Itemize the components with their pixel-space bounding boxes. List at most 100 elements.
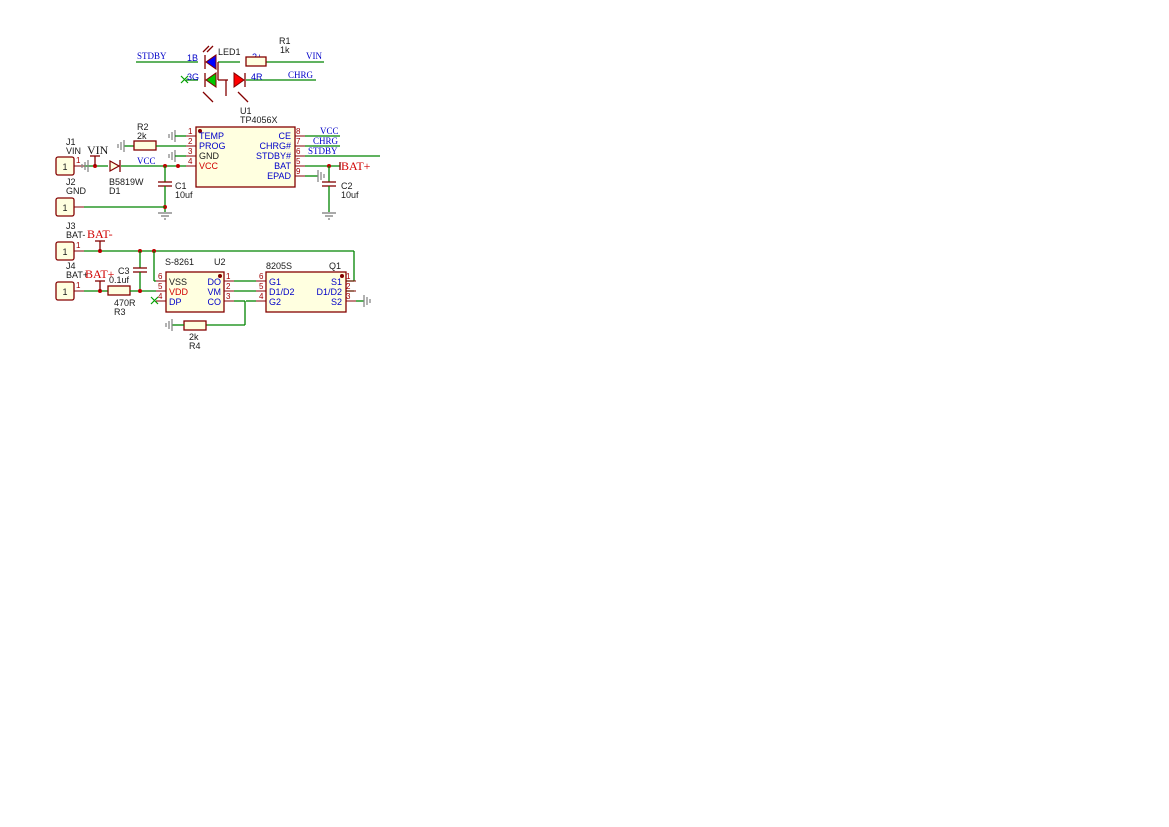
u1-body: [195, 126, 296, 188]
j4-value: BAT+: [66, 270, 88, 280]
net-label-bat-plus: BAT+: [85, 267, 115, 281]
r3-body: [107, 285, 131, 296]
ground-icon: [322, 212, 336, 220]
diode-icon: [109, 159, 121, 173]
r3-value: 470R: [114, 298, 136, 308]
net-label-chrg: CHRG: [313, 136, 339, 146]
d1-value: B5819W: [109, 177, 144, 187]
u1-pin-num: 9: [296, 167, 301, 176]
j4-ref: J4: [66, 261, 76, 271]
ground-icon: [317, 170, 325, 182]
ground-icon: [165, 319, 173, 331]
c2-ref: C2: [341, 181, 353, 191]
j2-ref: J2: [66, 177, 76, 187]
u2-body: [165, 271, 225, 313]
q1-pin-num: 1: [346, 272, 351, 281]
net-label-stdby: STDBY: [137, 51, 167, 61]
u2-pin-num: 1: [226, 272, 231, 281]
q1-pin-name: D1/D2: [316, 287, 342, 297]
j2-value: GND: [66, 186, 87, 196]
u1-pin-num: 3: [188, 147, 193, 156]
q1-pin-num: 4: [259, 292, 264, 301]
j3-ref: J3: [66, 221, 76, 231]
u2-pin-num: 3: [226, 292, 231, 301]
q1-body: [265, 271, 347, 313]
u1-ref: U1: [240, 106, 252, 116]
r4-body: [183, 320, 207, 331]
r2-value: 2k: [137, 131, 147, 141]
j3-pin: 1: [62, 247, 67, 257]
q1-pin-name: S1: [331, 277, 342, 287]
q1-pin-num: 5: [259, 282, 264, 291]
c2-value: 10uf: [341, 190, 359, 200]
led1-ref: LED1: [218, 47, 241, 57]
q1-pin-num: 3: [346, 292, 351, 301]
led1-pin-g: 3G: [187, 72, 199, 82]
led-emission-arrows-left: [202, 91, 214, 103]
c3-ref: C3: [118, 266, 130, 276]
net-label-bat-plus: BAT+: [341, 159, 371, 173]
u1-block: U1 TP4056X 1 2 3 4 TEMP PROG GND VCC 8 7…: [117, 106, 380, 220]
ground-icon: [81, 160, 89, 172]
j4-pin: 1: [62, 287, 67, 297]
net-label-vin: VIN: [87, 143, 109, 157]
u2-ref: U2: [214, 257, 226, 267]
net-label-chrg: CHRG: [288, 70, 314, 80]
r1-value: 1k: [280, 45, 290, 55]
r4-value: 2k: [189, 332, 199, 342]
j2-pin: 1: [62, 203, 67, 213]
j1-ref: J1: [66, 137, 76, 147]
d1-ref: D1: [109, 186, 121, 196]
q1-pin-name: G1: [269, 277, 281, 287]
u2-pin-num: 5: [158, 282, 163, 291]
j4-pin-num: 1: [76, 281, 81, 290]
r1-body: [245, 56, 267, 67]
u1-pin-name: PROG: [199, 141, 226, 151]
u2-pin-num: 2: [226, 282, 231, 291]
q1-pin-name: S2: [331, 297, 342, 307]
input-block: 1 J1 VIN 1 VIN B5819W D1 VCC C1 10uf: [55, 137, 193, 220]
u2-pin-name: DO: [208, 277, 222, 287]
r1-ref: R1: [279, 36, 291, 46]
q1-ref: Q1: [329, 261, 341, 271]
u1-pin-num: 8: [296, 127, 301, 136]
u1-pin-name: CHRG#: [259, 141, 291, 151]
r4-ref: R4: [189, 341, 201, 351]
ground-icon: [168, 150, 176, 162]
u1-pin-num: 6: [296, 147, 301, 156]
led1-block: LED1 1B 3G 4R 2+ STDBY CHRG VIN R1 1k: [136, 36, 324, 103]
j1-pin-num: 1: [76, 156, 81, 165]
j1-value: VIN: [66, 146, 81, 156]
led1-pin-r: 4R: [251, 72, 263, 82]
u2-pin-name: CO: [208, 297, 222, 307]
r2-body: [133, 140, 157, 151]
net-label-bat-minus: BAT-: [87, 227, 113, 241]
r3-ref: R3: [114, 307, 126, 317]
u1-pin-name: CE: [278, 131, 291, 141]
ground-icon: [158, 212, 172, 220]
c3-value: 0.1uf: [109, 275, 130, 285]
net-label-stdby: STDBY: [308, 146, 338, 156]
u2-value: S-8261: [165, 257, 194, 267]
ground-icon: [168, 130, 176, 142]
u1-pin-num: 7: [296, 137, 301, 146]
u1-pin-num: 1: [188, 127, 193, 136]
u2-pin-name: VDD: [169, 287, 189, 297]
u1-pin-name: BAT: [274, 161, 291, 171]
led-emission-arrows-right: [237, 91, 249, 103]
u2-pin-num: 6: [158, 272, 163, 281]
ground-icon: [363, 295, 371, 307]
u1-pin-name: VCC: [199, 161, 219, 171]
u2-pin-name: DP: [169, 297, 182, 307]
u1-pin-num: 2: [188, 137, 193, 146]
u2-pin-num: 4: [158, 292, 163, 301]
j1-pin: 1: [62, 162, 67, 172]
u1-pin-name: EPAD: [267, 171, 291, 181]
net-label-vin: VIN: [306, 51, 322, 61]
u1-pin-num: 4: [188, 157, 193, 166]
u1-pin-name: TEMP: [199, 131, 224, 141]
u1-value: TP4056X: [240, 115, 278, 125]
c1-value: 10uf: [175, 190, 193, 200]
u1-pin-name: GND: [199, 151, 220, 161]
net-label-vcc: VCC: [320, 126, 339, 136]
